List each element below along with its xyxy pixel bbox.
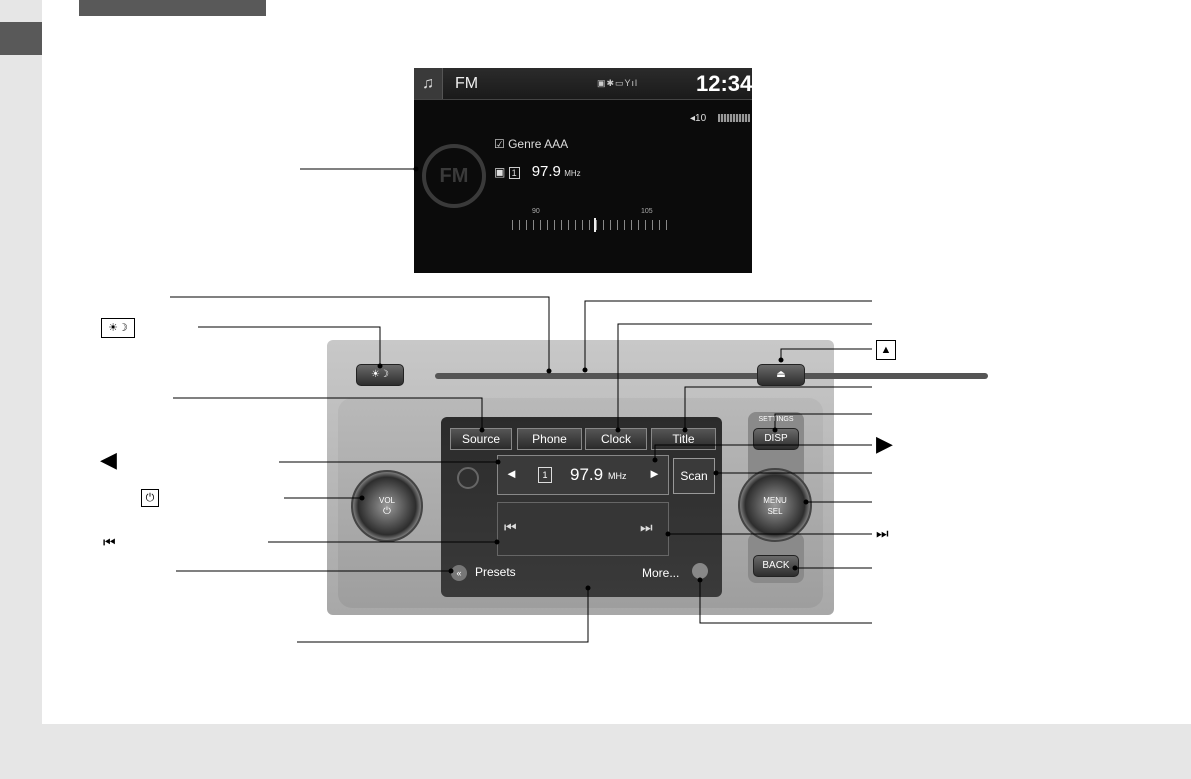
genre-label: Genre AAA	[508, 137, 569, 151]
presets-label: Presets	[475, 565, 516, 579]
tune-bar[interactable]: ◄ 1 97.9 MHz ►	[497, 455, 669, 495]
seek-down-callout-icon: ⏮	[103, 534, 116, 550]
menu-selector-knob[interactable]: MENU SEL	[738, 468, 812, 542]
double-chevron-icon: «	[451, 565, 467, 581]
leader-touchscreen	[297, 588, 589, 643]
leader-cd-slot	[584, 300, 872, 370]
source-button[interactable]: Source	[450, 428, 512, 450]
more-button[interactable]: More...	[642, 566, 680, 580]
open-close-button[interactable]	[692, 563, 708, 579]
source-title: FM	[455, 75, 479, 92]
tune-right-callout-icon: ▶	[876, 431, 893, 456]
leader-disp	[774, 413, 872, 430]
tuned-frequency: 97.9	[570, 465, 604, 484]
volume-power-knob[interactable]: VOL ⏻	[351, 470, 423, 542]
leader-title	[684, 386, 872, 430]
tune-right-icon[interactable]: ►	[648, 466, 661, 481]
tuned-unit: MHz	[608, 471, 627, 481]
tuning-needle	[594, 218, 596, 232]
frequency-unit: MHz	[564, 169, 581, 178]
frequency-value: 97.9	[531, 163, 561, 180]
day-night-callout-icon: ☀☽	[101, 318, 135, 338]
settings-label: SETTINGS	[758, 416, 794, 423]
status-icons: ▣✱▭Yıl	[597, 78, 639, 88]
clock-time: 12:34	[696, 71, 752, 96]
eject-button[interactable]: ⏏	[757, 364, 805, 386]
phone-button[interactable]: Phone	[517, 428, 582, 450]
leader-tune-right	[654, 444, 872, 460]
section-tab	[0, 22, 42, 55]
seek-bar[interactable]: ⏮ ⏭	[497, 502, 669, 556]
leader-source	[173, 397, 483, 430]
fm-logo-icon: FM	[422, 144, 486, 208]
power-callout-icon: ⏻	[141, 489, 159, 507]
leader-clock	[617, 323, 872, 430]
seek-up-icon[interactable]: ⏭	[640, 519, 653, 535]
volume-level: ◂10	[690, 113, 707, 124]
scan-button[interactable]: Scan	[673, 458, 715, 494]
leader-phone	[170, 296, 550, 371]
tuning-scale	[512, 220, 672, 230]
sel-label: SEL	[767, 507, 783, 516]
music-note-icon: ♫	[414, 68, 443, 99]
tune-left-icon[interactable]: ◄	[505, 466, 518, 481]
audio-display-screen: ♫ FM ▣✱▭Yıl 12:34 ◂10 FM ☑ Genre AAA ▣ 1…	[414, 68, 752, 273]
leader-day-night	[198, 326, 381, 366]
scale-label-high: 105	[641, 208, 653, 215]
tune-left-callout-icon: ◀	[100, 447, 117, 472]
cd-slot[interactable]	[435, 373, 988, 379]
seek-up-callout-icon: ⏭	[876, 525, 889, 541]
menu-label: MENU	[763, 496, 787, 505]
leader-eject	[780, 348, 872, 360]
preset-badge: 1	[508, 167, 520, 179]
leader-more	[699, 580, 872, 624]
seek-down-icon[interactable]: ⏮	[504, 519, 517, 535]
volume-bar	[718, 114, 750, 122]
presets-button[interactable]: « Presets	[451, 565, 516, 581]
back-button[interactable]: BACK	[753, 555, 799, 577]
chapter-header-bar	[79, 0, 266, 16]
eject-callout-icon: ▲	[876, 340, 896, 360]
power-icon: ⏻	[383, 506, 391, 517]
screen-header	[414, 68, 752, 100]
preset-number: 1	[538, 467, 552, 483]
scale-label-low: 90	[532, 208, 540, 215]
radio-icon	[457, 467, 479, 489]
genre-text: ☑ Genre AAA	[494, 137, 569, 151]
vol-label: VOL	[378, 496, 395, 505]
